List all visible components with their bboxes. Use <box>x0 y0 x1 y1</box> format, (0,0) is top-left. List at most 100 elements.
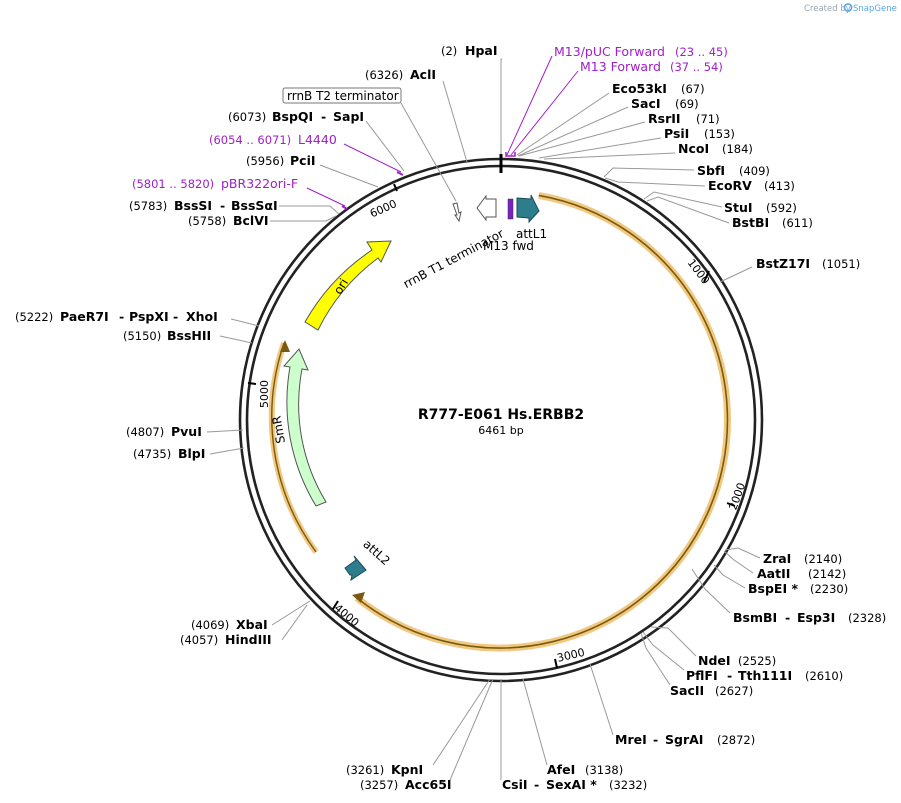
bsssi-pos: (5783) <box>129 199 167 213</box>
pflfi-name: PflFI <box>686 668 718 683</box>
attl1-label: attL1 <box>516 227 547 241</box>
site-labels: (2) HpaI (6326) AclI rrnB T2 terminator … <box>15 43 886 792</box>
xhoi-name: XhoI <box>186 309 218 324</box>
insert-orf-arc-line <box>356 194 729 649</box>
leader-line <box>538 137 662 159</box>
tick-1000-mark <box>703 270 710 283</box>
pvui-name: PvuI <box>171 424 202 439</box>
sapi-name: SapI <box>333 109 364 124</box>
leader-line <box>281 604 308 641</box>
sapi-dash: - <box>321 109 326 124</box>
leader-line <box>400 102 457 202</box>
hpai-pos: (2) <box>441 44 457 58</box>
acc65i-name: Acc65I <box>405 777 452 792</box>
leader-line <box>516 92 610 156</box>
pcii-name: PciI <box>290 153 316 168</box>
leader-line <box>270 215 337 222</box>
bsssi-name: BssSI <box>174 198 212 213</box>
leader-line <box>643 191 723 208</box>
bspei-pos: (2230) <box>810 582 848 596</box>
zrai-name: ZraI <box>763 551 791 566</box>
stui-name: StuI <box>724 200 753 215</box>
sgrai-dash: - <box>653 732 658 747</box>
leader-line <box>432 678 491 766</box>
leader-line <box>640 632 671 686</box>
eco53ki-pos: (67) <box>681 82 705 96</box>
leader-line <box>646 196 730 224</box>
tick-2000-mark <box>726 502 736 507</box>
tick-3000-mark <box>554 658 558 669</box>
acc65i-pos: (3257) <box>360 778 398 792</box>
leader-line <box>271 600 311 626</box>
l4440-site <box>396 171 404 176</box>
tth111i-dash: - <box>727 668 732 683</box>
ndei-name: NdeI <box>698 653 731 668</box>
csii-pos: (3232) <box>609 778 647 792</box>
sbfi-pos: (409) <box>739 164 770 178</box>
paer7i-pos: (5222) <box>15 310 53 324</box>
leader-line <box>442 80 468 163</box>
rrnb-t1-label: rrnB T1 terminator <box>401 226 506 291</box>
leader-line <box>343 143 402 173</box>
insert-orf-arrowhead <box>352 592 365 603</box>
tick-6000-mark <box>393 183 398 192</box>
bstz17i-pos: (1051) <box>822 257 860 271</box>
sgrai-name: SgrAI <box>665 732 703 747</box>
smr-label: SmR <box>269 415 288 445</box>
credit-prefix: Created by <box>804 4 851 14</box>
pcii-pos: (5956) <box>246 154 284 168</box>
paer7i-name: PaeR7I <box>60 309 109 324</box>
csii-name: CsiI <box>502 777 528 792</box>
left-orf-arrowhead <box>280 340 290 352</box>
leader-line <box>691 568 731 614</box>
leader-line <box>723 550 754 574</box>
xbai-pos: (4069) <box>191 618 229 632</box>
m13-forward-pos: (37 .. 54) <box>670 60 723 74</box>
l4440-pos: (6054 .. 6071) <box>209 133 291 147</box>
saci-pos: (69) <box>675 97 699 111</box>
leader-line <box>510 70 579 156</box>
afei-name: AfeI <box>547 762 575 777</box>
ndei-pos: (2525) <box>738 654 776 668</box>
l4440-name: L4440 <box>298 132 337 147</box>
aatii-name: AatII <box>757 566 790 581</box>
ncoi-pos: (184) <box>722 142 753 156</box>
rrnb-t2-box <box>282 87 402 104</box>
attl2-label: attL2 <box>360 537 392 568</box>
blpi-pos: (4735) <box>133 447 171 461</box>
ecorv-name: EcoRV <box>708 178 752 193</box>
tick-5000-label: 5000 <box>258 380 271 408</box>
mrei-pos: (2872) <box>717 733 755 747</box>
bsshii-name: BssHII <box>167 328 211 343</box>
leader-line <box>650 626 697 657</box>
pflfi-pos: (2610) <box>805 669 843 683</box>
leader-line <box>500 58 502 154</box>
m13-fwd-feature <box>507 198 514 220</box>
blpi-name: BlpI <box>178 446 205 461</box>
zrai-pos: (2140) <box>804 552 842 566</box>
credit-brand: SnapGene <box>853 4 897 14</box>
leader-line <box>517 106 629 157</box>
ncoi-name: NcoI <box>678 141 709 156</box>
bstbi-name: BstBI <box>732 215 769 230</box>
ori-feature <box>304 240 392 331</box>
hpai-name: HpaI <box>465 43 498 58</box>
tick-4000-mark <box>332 600 339 610</box>
plasmid-name: R777-E061 Hs.ERBB2 <box>418 407 584 423</box>
m13-forward-site <box>505 152 516 157</box>
tth111i-name: Tth111I <box>738 668 792 683</box>
tick-2000-label: 2000 <box>726 481 748 512</box>
bspei-name: BspEI * <box>748 581 798 596</box>
saci-name: SacI <box>631 96 661 111</box>
leader-line <box>522 678 548 766</box>
esp3i-name: Esp3I <box>797 610 835 625</box>
rsrii-name: RsrII <box>648 111 681 126</box>
m13-forward-name: M13 Forward <box>580 59 661 74</box>
attl1-feature <box>516 194 540 224</box>
rsrii-pos: (71) <box>696 112 720 126</box>
sexai-dash: - <box>534 777 539 792</box>
pbr322ori-pos: (5801 .. 5820) <box>132 177 214 191</box>
tick-5000-mark <box>247 382 257 385</box>
m13puc-name: M13/pUC Forward <box>554 44 665 59</box>
